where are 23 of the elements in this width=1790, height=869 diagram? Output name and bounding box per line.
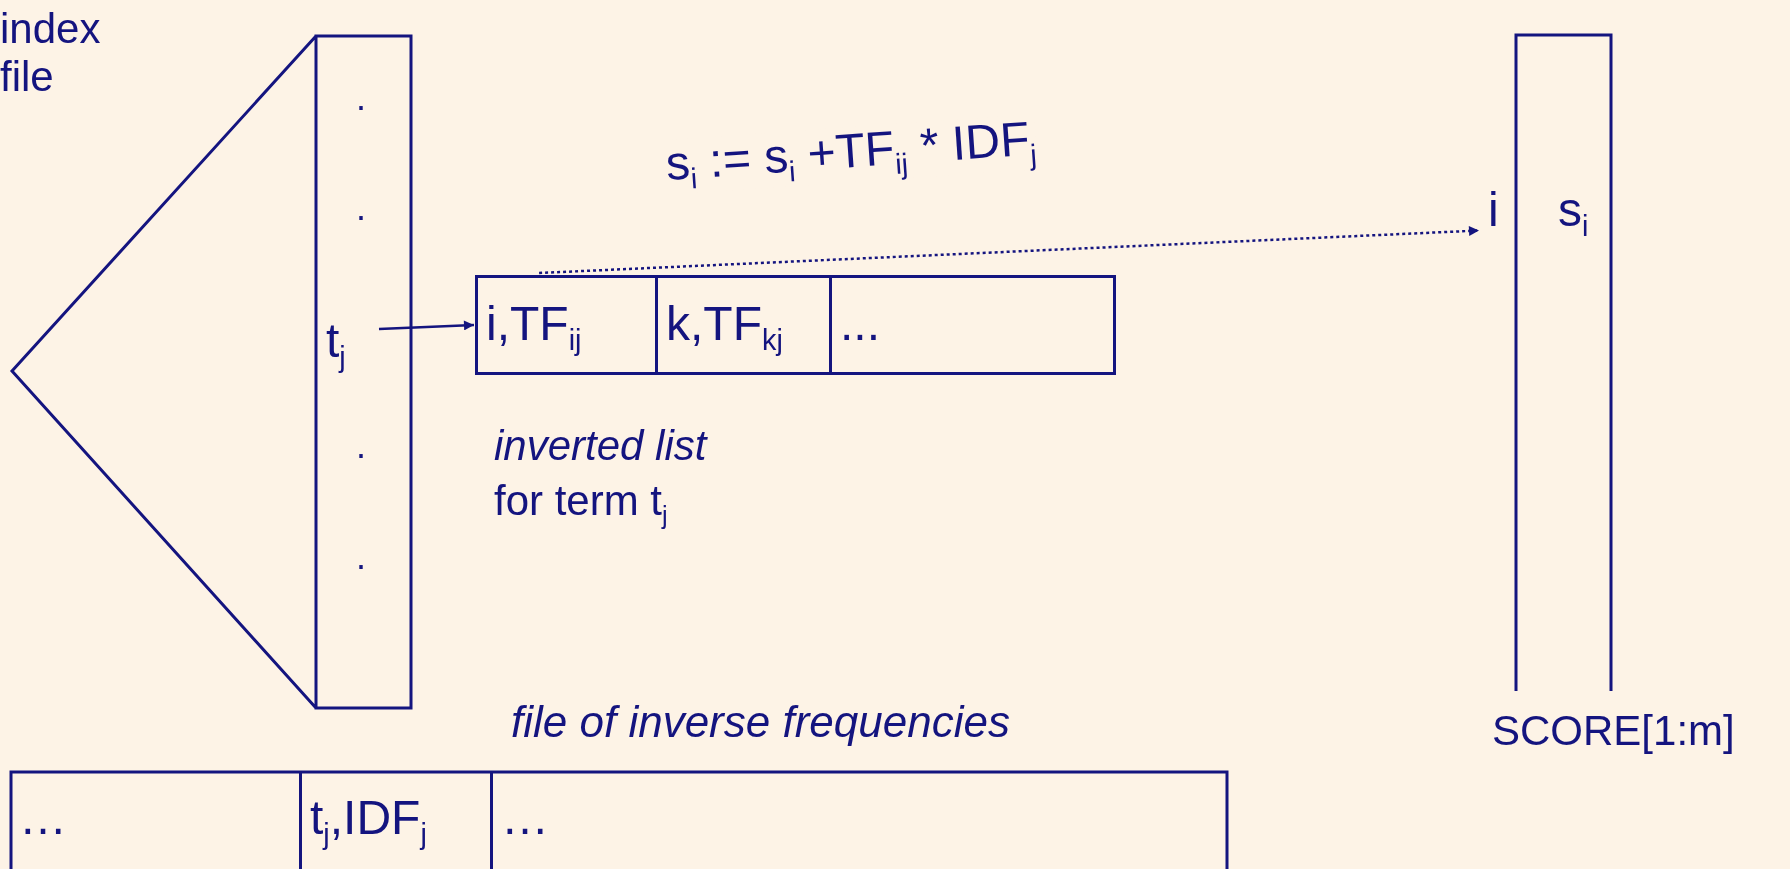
list-entry [655, 278, 832, 372]
entry-text: t$_{j}$,IDF$_{j}$ [310, 794, 427, 849]
entry-text: … [501, 794, 549, 842]
entry-text: k,TF$_{kj}$ [666, 300, 783, 355]
arrow [378, 320, 475, 331]
entry-text: … [19, 794, 67, 842]
score-value: s$_{i}$ [1558, 186, 1589, 241]
heading: index file [0, 5, 102, 102]
dot-mark: . [356, 190, 366, 226]
dot-mark: . [356, 539, 366, 575]
heading: SCORE[1:m] [1492, 710, 1735, 752]
node-label: for term t$_{j}$ [494, 480, 668, 528]
entry-text: ... [840, 300, 880, 348]
entry-text: t$_{j}$ [326, 317, 346, 372]
arrow [539, 225, 1480, 275]
node-label: inverted list [494, 425, 707, 467]
dot-mark: . [356, 80, 366, 116]
idf-entry [299, 772, 493, 869]
dot-mark: . [356, 428, 366, 464]
heading: file of inverse frequencies [511, 700, 1010, 744]
inverted-list-box [475, 275, 1116, 375]
entry-text: i,TF$_{ij}$ [486, 300, 582, 355]
row-index: i [1488, 186, 1499, 234]
